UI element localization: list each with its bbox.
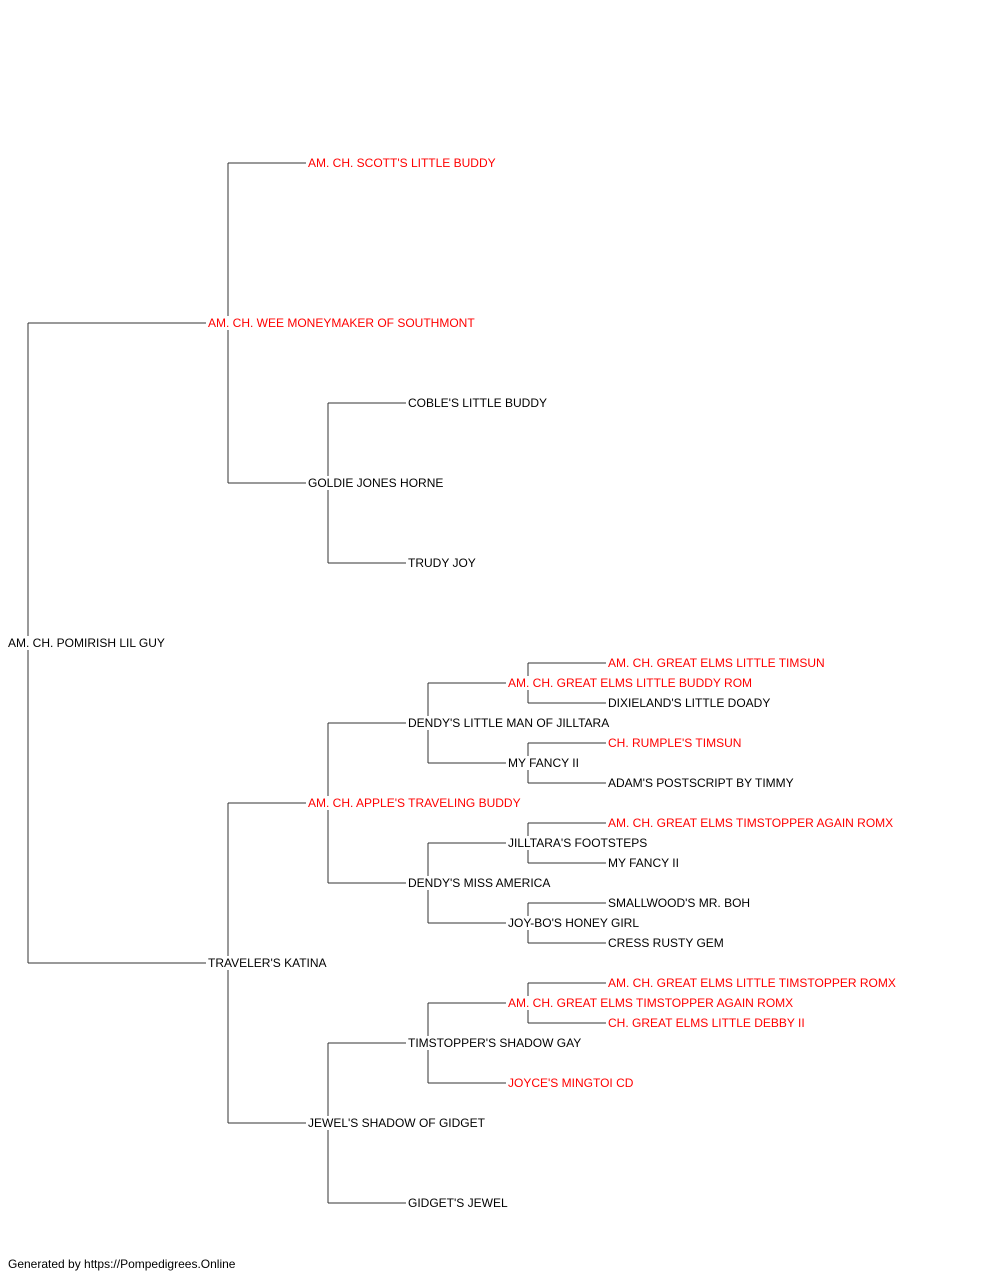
pedigree-node-dam-sire-sire-dam: MY FANCY II (507, 756, 580, 770)
pedigree-node-dam-dam-sire-sire-sire: AM. CH. GREAT ELMS LITTLE TIMSTOPPER ROM… (607, 976, 897, 990)
pedigree-node-dam-sire-dam-sire-sire: AM. CH. GREAT ELMS TIMSTOPPER AGAIN ROMX (607, 816, 895, 830)
pedigree-node-dam-sire-dam: DENDY'S MISS AMERICA (407, 876, 552, 890)
pedigree-node-root: AM. CH. POMIRISH LIL GUY (7, 636, 166, 650)
pedigree-node-sire-dam-dam: TRUDY JOY (407, 556, 477, 570)
pedigree-node-sire: AM. CH. WEE MONEYMAKER OF SOUTHMONT (207, 316, 476, 330)
pedigree-node-dam-dam-sire-dam: JOYCE'S MINGTOI CD (507, 1076, 635, 1090)
pedigree-node-dam-dam-dam: GIDGET'S JEWEL (407, 1196, 509, 1210)
pedigree-node-sire-dam: GOLDIE JONES HORNE (307, 476, 445, 490)
pedigree-node-dam-sire-dam-sire: JILLTARA'S FOOTSTEPS (507, 836, 649, 850)
pedigree-node-dam-sire-sire-sire-dam: DIXIELAND'S LITTLE DOADY (607, 696, 772, 710)
pedigree-node-sire-dam-sire: COBLE'S LITTLE BUDDY (407, 396, 548, 410)
pedigree-node-dam-sire-dam-sire-dam: MY FANCY II (607, 856, 680, 870)
pedigree-node-dam-sire-sire-sire: AM. CH. GREAT ELMS LITTLE BUDDY ROM (507, 676, 754, 690)
pedigree-node-dam-dam-sire-sire: AM. CH. GREAT ELMS TIMSTOPPER AGAIN ROMX (507, 996, 795, 1010)
pedigree-node-dam-sire-dam-dam-sire: SMALLWOOD'S MR. BOH (607, 896, 752, 910)
pedigree-node-dam-sire-sire-sire-sire: AM. CH. GREAT ELMS LITTLE TIMSUN (607, 656, 826, 670)
pedigree-node-sire-sire: AM. CH. SCOTT'S LITTLE BUDDY (307, 156, 497, 170)
pedigree-node-dam-dam: JEWEL'S SHADOW OF GIDGET (307, 1116, 486, 1130)
pedigree-node-dam-sire-dam-dam-dam: CRESS RUSTY GEM (607, 936, 725, 950)
pedigree-node-dam-sire-sire-dam-dam: ADAM'S POSTSCRIPT BY TIMMY (607, 776, 795, 790)
pedigree-node-dam-sire-sire: DENDY'S LITTLE MAN OF JILLTARA (407, 716, 611, 730)
pedigree-node-dam-sire-sire-dam-sire: CH. RUMPLE'S TIMSUN (607, 736, 743, 750)
pedigree-node-dam-sire: AM. CH. APPLE'S TRAVELING BUDDY (307, 796, 522, 810)
generated-by-footer: Generated by https://Pompedigrees.Online (8, 1257, 236, 1271)
pedigree-node-dam-dam-sire: TIMSTOPPER'S SHADOW GAY (407, 1036, 583, 1050)
pedigree-node-dam-sire-dam-dam: JOY-BO'S HONEY GIRL (507, 916, 640, 930)
pedigree-node-dam-dam-sire-sire-dam: CH. GREAT ELMS LITTLE DEBBY II (607, 1016, 806, 1030)
pedigree-node-dam: TRAVELER'S KATINA (207, 956, 328, 970)
